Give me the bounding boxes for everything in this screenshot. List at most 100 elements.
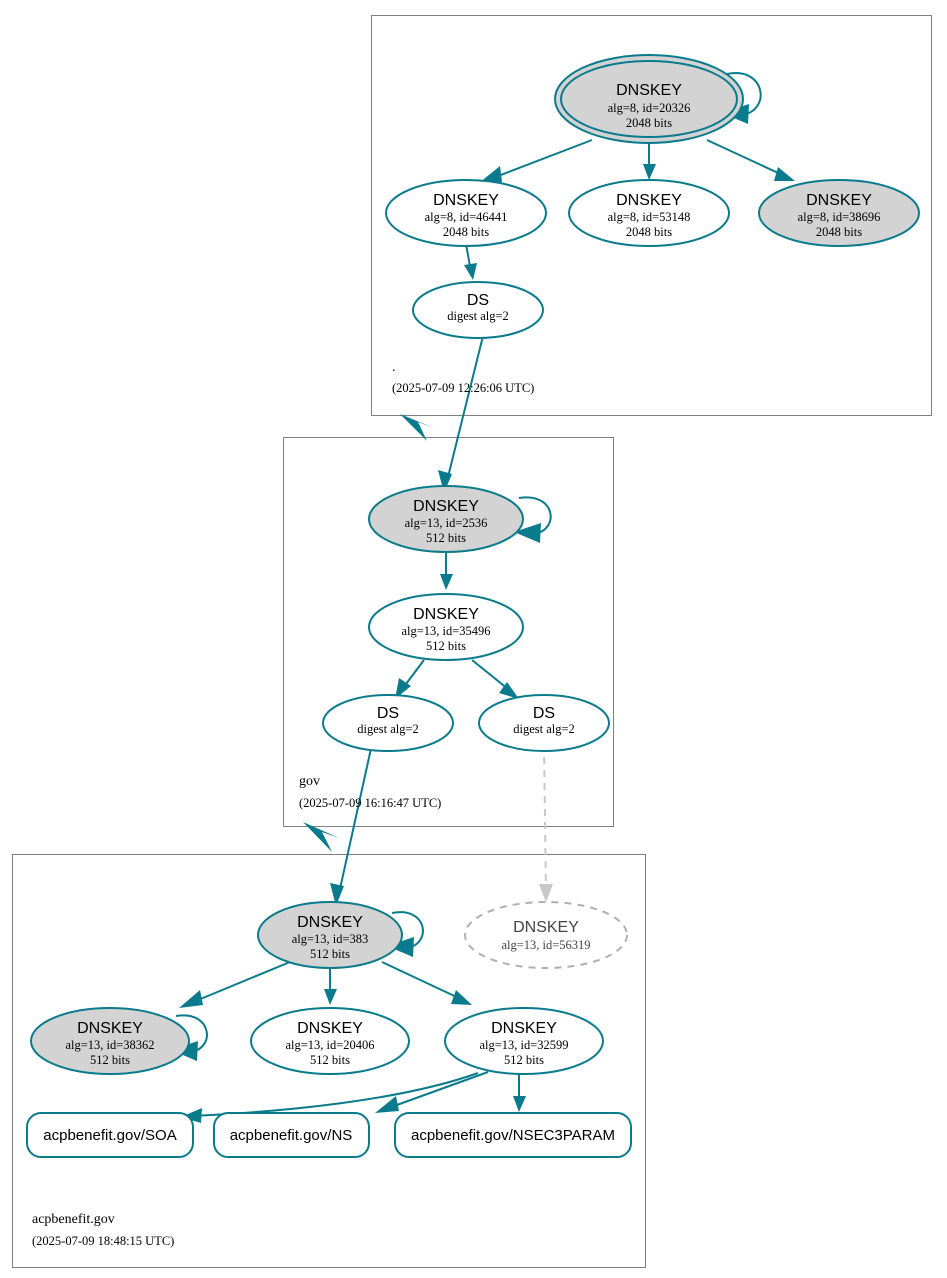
node-title: DNSKEY [297,1020,363,1037]
node-line2: digest alg=2 [447,309,509,323]
node-line2: alg=13, id=32599 [479,1038,568,1052]
node-title: DNSKEY [513,919,579,936]
edge-acp-32599-to-soa [189,1072,479,1117]
arrowhead-root-ds-to-gov-ksk [438,470,452,493]
node-line2: alg=13, id=56319 [501,938,590,952]
node-shape [412,281,544,339]
node-gov-dnskey-35496[interactable]: DNSKEY alg=13, id=35496 512 bits [368,593,524,661]
node-root-dnskey-46441[interactable]: DNSKEY alg=8, id=46441 2048 bits [385,179,547,247]
rrset-label: acpbenefit.gov/SOA [43,1127,176,1144]
rrset-shape [394,1112,632,1158]
arrowhead-root-ksk-to-38696 [774,167,795,181]
node-gov-dnskey-2536[interactable]: DNSKEY alg=13, id=2536 512 bits [368,485,524,553]
node-shape [758,179,920,247]
node-root-ksk-20326[interactable]: DNSKEY alg=8, id=20326 2048 bits [554,54,744,144]
zone-label-gov: gov [299,774,320,789]
delegation-arrow-root-to-gov [400,414,434,441]
node-acp-dnskey-20406[interactable]: DNSKEY alg=13, id=20406 512 bits [250,1007,410,1075]
edge-gov-ds-to-bogus-key [543,743,547,894]
node-title: DS [467,292,489,309]
node-title: DS [533,705,555,722]
node-inner-ring [560,60,738,138]
node-line2: alg=13, id=383 [292,932,369,946]
node-line3: 512 bits [310,947,350,961]
edge-self-acp-38362 [175,1014,208,1053]
edge-acp-ksk-to-38362 [185,961,291,1006]
node-line3: 2048 bits [626,225,672,239]
node-root-dnskey-53148[interactable]: DNSKEY alg=8, id=53148 2048 bits [568,179,730,247]
node-acp-dnskey-32599[interactable]: DNSKEY alg=13, id=32599 512 bits [444,1007,604,1075]
arrowhead-root-46441-to-ds [464,263,477,280]
node-shape [250,1007,410,1075]
node-shape [568,179,730,247]
node-title: DNSKEY [491,1020,557,1037]
node-line3: 2048 bits [816,225,862,239]
node-line3: 2048 bits [626,116,672,130]
node-shape [322,694,454,752]
node-gov-ds-left[interactable]: DS digest alg=2 [322,694,454,752]
node-title: DNSKEY [616,192,682,209]
node-shape [368,593,524,661]
arrowhead-acp-32599-to-soa [181,1108,202,1123]
rrset-label: acpbenefit.gov/NS [230,1127,353,1144]
edge-self-acp-ksk [391,911,424,949]
node-line2: alg=8, id=38696 [798,210,881,224]
node-line3: 2048 bits [443,225,489,239]
node-line2: alg=8, id=53148 [608,210,691,224]
node-acp-dnskey-383[interactable]: DNSKEY alg=13, id=383 512 bits [257,901,403,969]
arrowhead-root-ksk-to-53148 [643,164,656,180]
node-title: DS [377,705,399,722]
node-line2: alg=8, id=46441 [425,210,508,224]
zone-label-acpbenefit: acpbenefit.gov [32,1212,115,1227]
node-gov-ds-right[interactable]: DS digest alg=2 [478,694,610,752]
node-title: DNSKEY [413,606,479,623]
node-line3: 512 bits [426,639,466,653]
arrowhead-acp-ksk-to-38362 [179,990,203,1008]
rrset-shape [26,1112,194,1158]
edge-root-ksk-to-46441 [484,139,593,182]
rrset-acpbenefit-soa[interactable]: acpbenefit.gov/SOA [26,1112,194,1158]
edge-acp-32599-to-ns [382,1071,489,1111]
node-line3: 512 bits [90,1053,130,1067]
rrset-acpbenefit-nsec3param[interactable]: acpbenefit.gov/NSEC3PARAM [394,1112,632,1158]
node-shape [444,1007,604,1075]
node-line2: digest alg=2 [357,722,419,736]
zone-box-root [371,15,932,416]
node-shape [464,901,628,969]
arrowhead-gov-ksk-to-zsk [440,574,453,590]
node-acp-dnskey-56319-bogus[interactable]: DNSKEY alg=13, id=56319 [464,901,628,969]
node-title: DNSKEY [77,1020,143,1037]
node-shape [257,901,403,969]
edge-root-ksk-to-38696 [706,139,790,179]
node-title: DNSKEY [806,192,872,209]
node-title: DNSKEY [297,914,363,931]
node-line2: alg=13, id=35496 [401,624,490,638]
node-line2: digest alg=2 [513,722,575,736]
edge-root-ds-to-gov-ksk [445,331,485,486]
node-root-ds-for-gov[interactable]: DS digest alg=2 [412,281,544,339]
node-line3: 512 bits [310,1053,350,1067]
rrset-acpbenefit-ns[interactable]: acpbenefit.gov/NS [213,1112,370,1158]
arrowhead-acp-ksk-to-32599 [451,990,472,1005]
delegation-arrow-gov-to-acpbenefit [303,822,339,852]
edge-acp-ksk-to-32599 [381,961,466,1002]
zone-timestamp-gov: (2025-07-09 16:16:47 UTC) [299,796,441,810]
arrowhead-self-gov-ksk [514,523,541,543]
zone-box-acpbenefit [12,854,646,1268]
arrowhead-gov-zsk-to-ds-right [499,682,519,699]
arrowhead-acp-ksk-to-20406 [324,989,337,1005]
node-shape [30,1007,190,1075]
node-line2: alg=13, id=2536 [405,516,488,530]
node-acp-dnskey-38362[interactable]: DNSKEY alg=13, id=38362 512 bits [30,1007,190,1075]
zone-timestamp-root: (2025-07-09 12:26:06 UTC) [392,381,534,395]
node-title: DNSKEY [433,192,499,209]
node-line2: alg=13, id=20406 [285,1038,374,1052]
node-shape [478,694,610,752]
arrowhead-gov-ds-to-acp-ksk [330,883,344,906]
arrowhead-root-ksk-to-46441 [479,166,502,183]
node-root-dnskey-38696[interactable]: DNSKEY alg=8, id=38696 2048 bits [758,179,920,247]
arrowhead-acp-32599-to-ns [375,1096,399,1113]
node-line3: 512 bits [426,531,466,545]
node-title: DNSKEY [616,82,682,99]
